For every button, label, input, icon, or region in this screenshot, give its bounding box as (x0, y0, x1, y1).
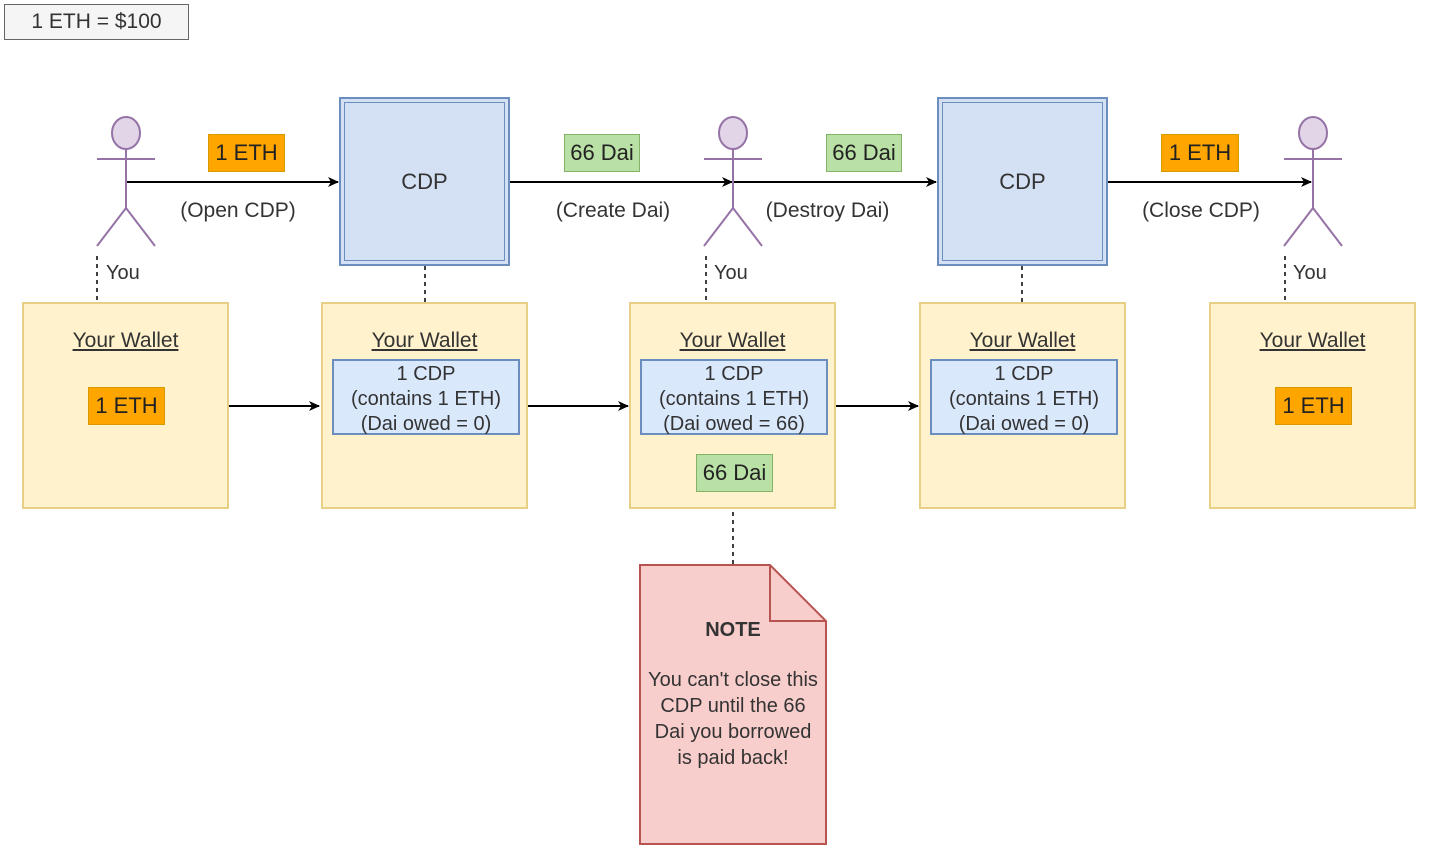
cdp-dai-owed: (Dai owed = 0) (360, 413, 492, 435)
wallet-cdp-box: 1 CDP (contains 1 ETH) (Dai owed = 0) (332, 359, 520, 435)
cdp-node-1: CDP (339, 97, 510, 266)
token-badge-eth-close: 1 ETH (1161, 134, 1239, 172)
actor-icon-3 (1283, 116, 1343, 247)
note-shape (639, 564, 827, 845)
actor-icon-2 (703, 116, 763, 247)
wallet-title: Your Wallet (969, 329, 1076, 352)
edge-label-create-dai: (Create Dai) (555, 199, 671, 222)
note: NOTE You can't close this CDP until the … (640, 565, 826, 844)
actor-label-2: You (714, 262, 748, 284)
wallet-title: Your Wallet (72, 329, 179, 352)
actor-icon-1 (96, 116, 156, 247)
note-body: You can't close this CDP until the 66 Da… (648, 669, 818, 769)
edge-label-destroy-dai: (Destroy Dai) (765, 199, 890, 222)
token-badge-dai-create: 66 Dai (564, 134, 640, 172)
wallet-4: Your Wallet 1 CDP (contains 1 ETH) (Dai … (919, 302, 1126, 509)
edge-label-open-cdp: (Open CDP) (180, 199, 296, 222)
actor-label-3: You (1293, 262, 1327, 284)
cdp-count: 1 CDP (396, 363, 456, 385)
wallet-5: Your Wallet 1 ETH (1209, 302, 1416, 509)
cdp-dai-owed: (Dai owed = 66) (663, 413, 805, 435)
cdp-collateral: (contains 1 ETH) (948, 388, 1100, 410)
wallet-cdp-box: 1 CDP (contains 1 ETH) (Dai owed = 0) (930, 359, 1118, 435)
note-title: NOTE (705, 619, 761, 641)
token-badge-dai-destroy: 66 Dai (826, 134, 902, 172)
cdp-count: 1 CDP (704, 363, 764, 385)
cdp-node-2: CDP (937, 97, 1108, 266)
wallet-title: Your Wallet (371, 329, 478, 352)
wallet-token-eth: 1 ETH (88, 387, 165, 425)
cdp-dai-owed: (Dai owed = 0) (958, 413, 1090, 435)
cdp-collateral: (contains 1 ETH) (658, 388, 810, 410)
edge-label-close-cdp: (Close CDP) (1142, 199, 1260, 222)
wallet-cdp-box: 1 CDP (contains 1 ETH) (Dai owed = 66) (640, 359, 828, 435)
wallet-token-eth: 1 ETH (1275, 387, 1352, 425)
dashed-connectors (96, 256, 1286, 564)
wallet-3: Your Wallet 1 CDP (contains 1 ETH) (Dai … (629, 302, 836, 509)
wallet-title: Your Wallet (679, 329, 786, 352)
cdp-collateral: (contains 1 ETH) (350, 388, 502, 410)
exchange-rate-label: 1 ETH = $100 (4, 4, 189, 40)
actor-label-1: You (106, 262, 140, 284)
token-badge-eth-open: 1 ETH (208, 134, 285, 172)
wallet-token-dai: 66 Dai (696, 454, 773, 492)
wallet-1: Your Wallet 1 ETH (22, 302, 229, 509)
cdp-count: 1 CDP (994, 363, 1054, 385)
wallet-title: Your Wallet (1259, 329, 1366, 352)
wallet-2: Your Wallet 1 CDP (contains 1 ETH) (Dai … (321, 302, 528, 509)
